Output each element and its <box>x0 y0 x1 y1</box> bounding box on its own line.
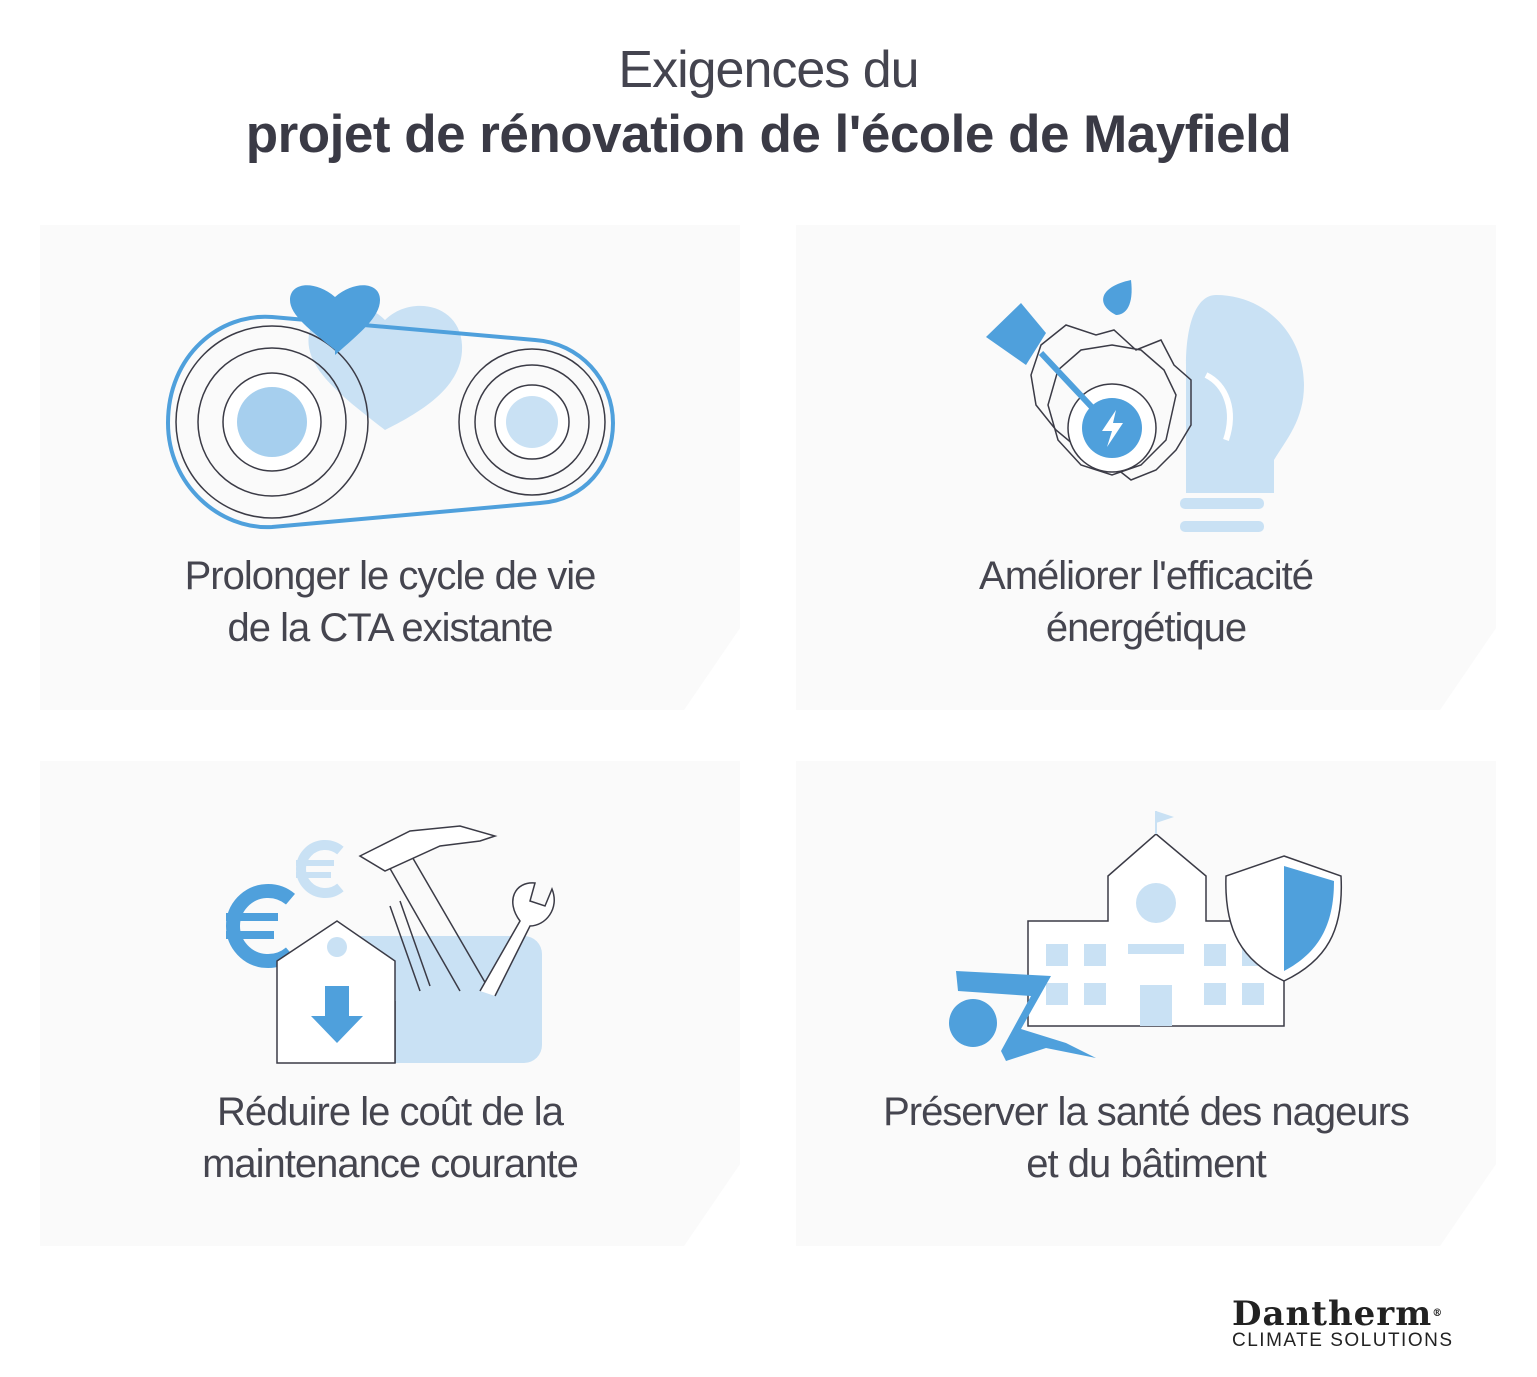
card-health: Préserver la santé des nageurs et du bât… <box>796 761 1496 1246</box>
belt-pulley-heart-icon <box>165 285 616 530</box>
title-line2: projet de rénovation de l'école de Mayfi… <box>245 105 1292 164</box>
logo-tagline: CLIMATE SOLUTIONS <box>1232 1330 1454 1351</box>
card-caption-line1: Préserver la santé des nageurs <box>883 1090 1410 1134</box>
card-lifecycle: Prolonger le cycle de vie de la CTA exis… <box>40 225 740 710</box>
school-swimmer-shield-icon <box>949 811 1343 1061</box>
card-maintenance-cost: Réduire le coût de la maintenance couran… <box>40 761 740 1246</box>
euro-small-icon <box>296 840 344 898</box>
card-caption-line1: Améliorer l'efficacité <box>979 554 1314 598</box>
dantherm-logo: Dantherm® CLIMATE SOLUTIONS <box>1232 1297 1494 1351</box>
logo-brand: Dantherm <box>1232 1294 1433 1334</box>
title-line1: Exigences du <box>618 41 919 99</box>
card-energy-efficiency: Améliorer l'efficacité énergétique <box>796 225 1496 710</box>
card-caption-line2: énergétique <box>1045 606 1247 650</box>
card-caption-line2: de la CTA existante <box>227 606 554 650</box>
euro-large-icon <box>226 884 295 968</box>
logo-registered: ® <box>1432 1308 1444 1319</box>
card-caption-line1: Réduire le coût de la <box>217 1090 564 1134</box>
card-caption-line2: maintenance courante <box>202 1142 579 1186</box>
card-caption-line2: et du bâtiment <box>1026 1142 1267 1186</box>
toolbox-euro-icon <box>226 825 555 1064</box>
card-caption-line1: Prolonger le cycle de vie <box>184 554 597 598</box>
gear-target-lightbulb-icon <box>986 280 1304 532</box>
